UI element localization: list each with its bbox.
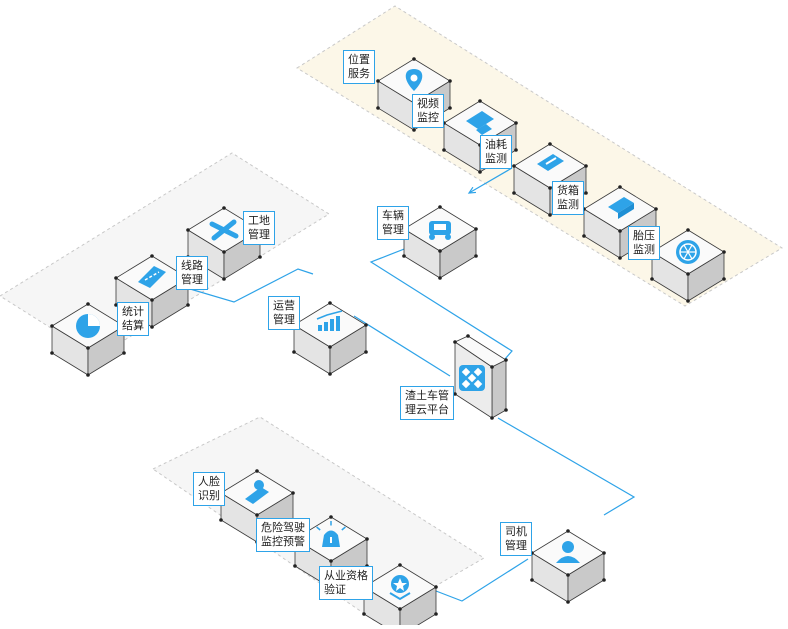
monitor-icon <box>466 111 494 135</box>
road-icon <box>138 266 166 288</box>
alarm-icon <box>316 521 346 547</box>
wrench-icon <box>209 219 239 241</box>
node-stats <box>50 302 126 377</box>
cargo-box-icon <box>608 197 634 219</box>
connector-operation-platform <box>353 315 451 377</box>
node-label-vehicle: 车辆 管理 <box>377 206 409 240</box>
node-label-cargo: 货箱 监测 <box>552 181 584 215</box>
node-label-fuel: 油耗 监测 <box>480 135 512 169</box>
cloud-platform-icon <box>459 365 485 391</box>
face-scan-icon <box>245 480 269 504</box>
node-label-stats: 统计 结算 <box>117 302 149 336</box>
node-label-operation: 运营 管理 <box>268 296 300 330</box>
connector-driver-qualification <box>435 558 529 602</box>
node-label-video: 视频 监控 <box>412 94 444 128</box>
node-label-face: 人脸 识别 <box>193 472 225 506</box>
node-platform <box>453 334 508 420</box>
badge-icon <box>389 575 411 601</box>
node-label-danger: 危险驾驶 监控预警 <box>256 518 310 552</box>
connector-platform-driver <box>497 417 636 516</box>
node-label-driver: 司机 管理 <box>500 522 532 556</box>
bar-trend-icon <box>316 310 343 331</box>
node-tire <box>650 228 726 303</box>
connector-fuel-vehicle-arrowhead <box>467 186 477 194</box>
node-label-location: 位置 服务 <box>343 50 375 84</box>
node-label-construction: 工地 管理 <box>243 211 275 245</box>
node-driver <box>530 529 606 604</box>
node-label-tire: 胎压 监测 <box>628 226 660 260</box>
node-qualification <box>362 563 438 629</box>
node-route <box>114 254 190 329</box>
location-pin-icon <box>405 69 423 91</box>
connector-route-operation <box>162 268 314 303</box>
tire-icon <box>676 240 700 264</box>
driver-icon <box>556 541 580 563</box>
node-vehicle <box>402 205 478 280</box>
pie-chart-icon <box>76 314 100 338</box>
node-label-route: 线路 管理 <box>176 256 208 290</box>
fuel-icon <box>537 154 564 171</box>
node-label-platform: 渣土车管 理云平台 <box>400 386 454 420</box>
node-label-qualification: 从业资格 验证 <box>319 566 373 600</box>
connector-fuel-vehicle <box>468 167 513 194</box>
node-operation <box>292 301 368 376</box>
vehicle-icon <box>429 221 451 240</box>
